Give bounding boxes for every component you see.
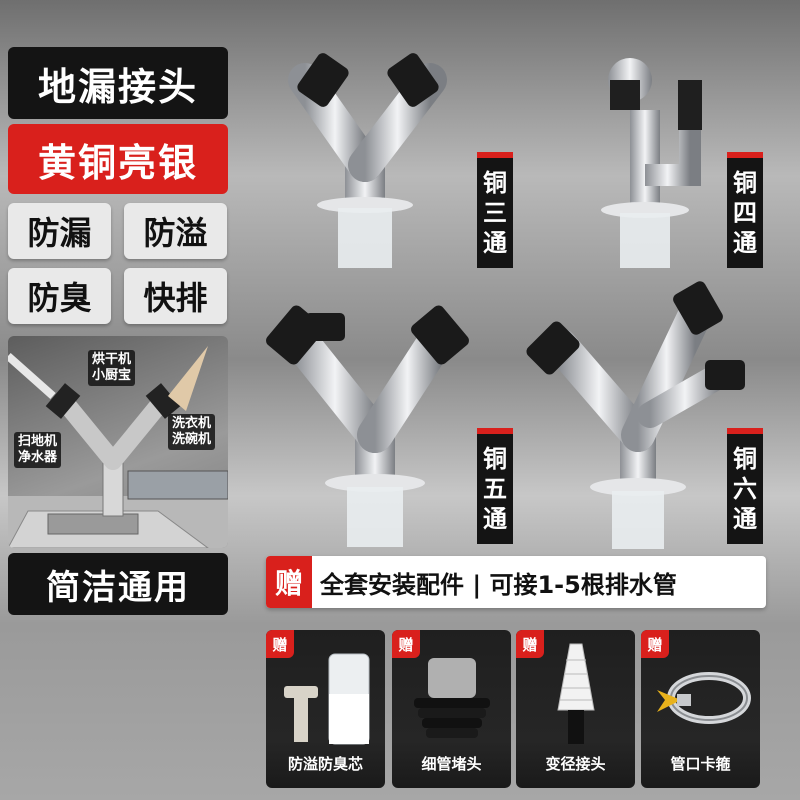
four-way-fitting-image <box>601 58 702 268</box>
material-badge: 黄铜亮银 <box>8 124 228 194</box>
usage-tag-robot: 扫地机 净水器 <box>14 432 62 468</box>
usage-tag-dryer: 烘干机 小厨宝 <box>88 350 136 386</box>
anti-odor-core-image <box>284 653 370 745</box>
six-way-fitting-image <box>526 281 745 549</box>
usage-illustration: 烘干机 小厨宝 扫地机 净水器 洗衣机 洗碗机 <box>8 336 228 548</box>
usage-scene-image <box>8 346 228 548</box>
reducer-joint-image <box>557 643 595 744</box>
variant-label-five-way: 铜 五 通 <box>477 428 513 544</box>
accessory-label: 变径接头 <box>545 755 606 773</box>
accessory-card-anti-odor-core: 赠 防溢防臭芯 <box>266 630 385 788</box>
hose-clamp-image <box>657 672 751 724</box>
accessory-label: 管口卡箍 <box>670 755 731 773</box>
accessory-card-hose-clamp: 赠 管口卡箍 <box>641 630 760 788</box>
accessory-card-pipe-plug: 赠 细管堵头 <box>392 630 511 788</box>
variant-label-four-way: 铜 四 通 <box>727 152 763 268</box>
slogan: 简洁通用 <box>8 553 228 615</box>
accessory-card-reducer: 赠 变径接头 <box>516 630 635 788</box>
accessory-label: 细管堵头 <box>421 755 482 773</box>
gift-text: 全套安装配件 | 可接1-5根排水管 <box>320 570 677 599</box>
variant-label-six-way: 铜 六 通 <box>727 428 763 544</box>
gift-badge: 赠 <box>392 630 420 658</box>
feature-odor-proof: 防臭 <box>8 268 111 324</box>
pipe-plug-image <box>414 658 490 738</box>
gift-badge: 赠 <box>266 556 312 608</box>
five-way-fitting-image <box>266 305 469 547</box>
gift-badge: 赠 <box>266 630 294 658</box>
usage-tag-washer: 洗衣机 洗碗机 <box>168 414 216 450</box>
feature-fast-drain: 快排 <box>124 268 227 324</box>
gift-badge: 赠 <box>516 630 544 658</box>
product-title: 地漏接头 <box>8 47 228 119</box>
variant-label-three-way: 铜 三 通 <box>477 152 513 268</box>
feature-overflow-proof: 防溢 <box>124 203 227 259</box>
accessory-label: 防溢防臭芯 <box>287 755 363 773</box>
gift-banner: 赠 全套安装配件 | 可接1-5根排水管 <box>266 556 766 608</box>
feature-leak-proof: 防漏 <box>8 203 111 259</box>
gift-badge: 赠 <box>641 630 669 658</box>
three-way-fitting-image <box>288 53 447 268</box>
